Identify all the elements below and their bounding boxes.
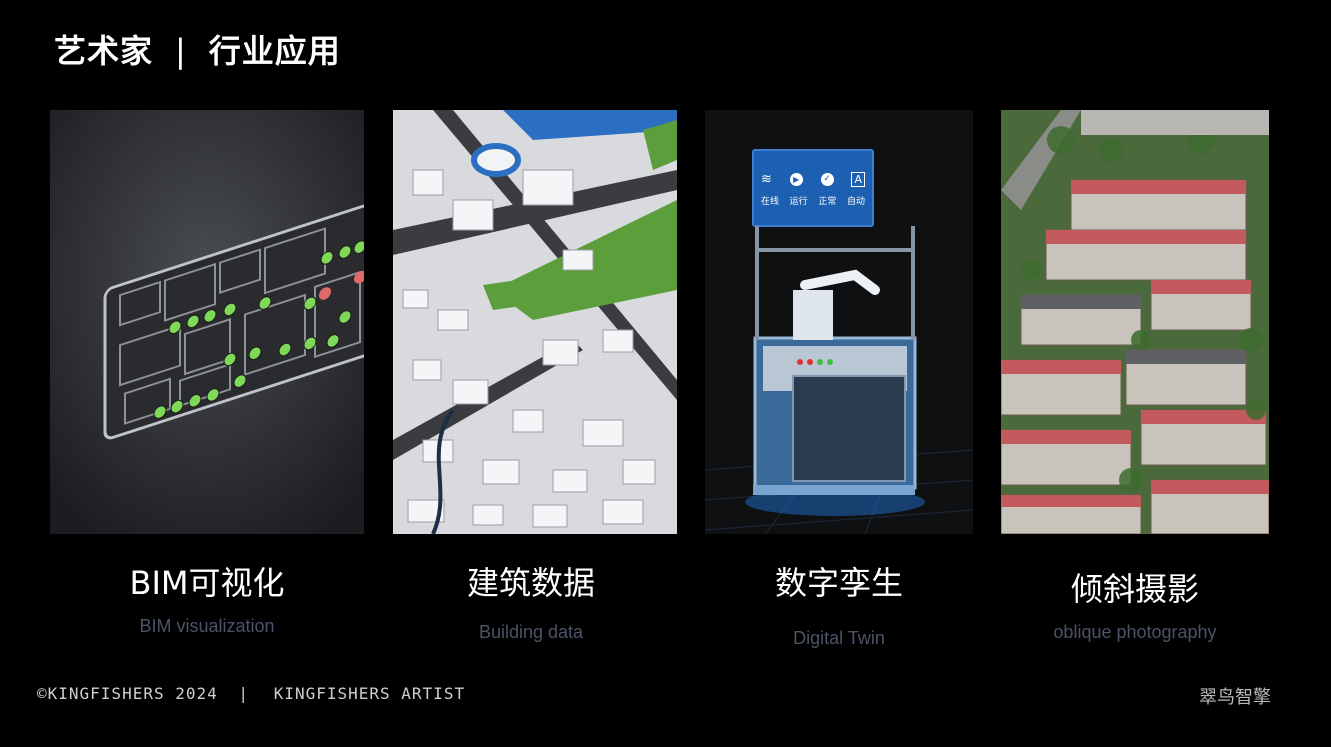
auto-icon: A	[851, 171, 865, 187]
machine-digital-twin-image	[705, 110, 973, 534]
footer-brand: 翠鸟智擎	[1199, 687, 1271, 708]
status-normal: 正常	[818, 197, 837, 207]
status-running: 运行	[789, 197, 808, 207]
card-building-caption: 建筑数据 Building data	[393, 558, 669, 643]
card-oblique-caption: 倾斜摄影 oblique photography	[1001, 564, 1269, 643]
check-icon: ✓	[820, 172, 834, 186]
card-digital-twin-title: 数字孪生	[774, 564, 903, 602]
machine-status-panel: ≋ ▶ ✓ A 在线 运行 正常 自动	[761, 170, 865, 207]
footer-artist: KINGFISHERS ARTIST	[273, 684, 466, 703]
oblique-aerial-photo-image	[1001, 110, 1269, 534]
wifi-icon: ≋	[761, 171, 772, 187]
card-digital-twin-image[interactable]: ≋ ▶ ✓ A 在线 运行 正常 自动	[705, 110, 973, 534]
play-icon: ▶	[789, 172, 803, 186]
card-digital-twin-subtitle: Digital Twin	[793, 628, 885, 648]
footer-divider: |	[238, 684, 250, 703]
card-bim-title: BIM可视化	[129, 564, 285, 602]
card-bim-image[interactable]	[50, 110, 364, 534]
footer-copyright: ©KINGFISHERS 2024 | KINGFISHERS ARTIST	[37, 684, 465, 703]
status-auto: 自动	[846, 197, 865, 207]
card-bim-subtitle: BIM visualization	[139, 616, 275, 636]
card-digital-twin-caption: 数字孪生 Digital Twin	[705, 558, 973, 649]
card-oblique-title: 倾斜摄影	[1070, 570, 1199, 608]
card-oblique-image[interactable]	[1001, 110, 1269, 534]
card-building-subtitle: Building data	[478, 622, 584, 642]
title-left: 艺术家	[54, 32, 154, 70]
title-separator: |	[175, 32, 187, 70]
card-building-image[interactable]	[393, 110, 677, 534]
card-oblique-subtitle: oblique photography	[1053, 622, 1217, 642]
footer-copyright-text: ©KINGFISHERS 2024	[37, 684, 218, 703]
card-building-title: 建筑数据	[466, 564, 595, 602]
card-bim-caption: BIM可视化 BIM visualization	[50, 558, 364, 637]
city-3d-model-image	[393, 110, 677, 534]
title-right: 行业应用	[208, 32, 341, 70]
status-online: 在线	[761, 197, 780, 207]
page-title: 艺术家 | 行业应用	[54, 26, 341, 72]
bim-floorplan-image	[50, 110, 364, 534]
